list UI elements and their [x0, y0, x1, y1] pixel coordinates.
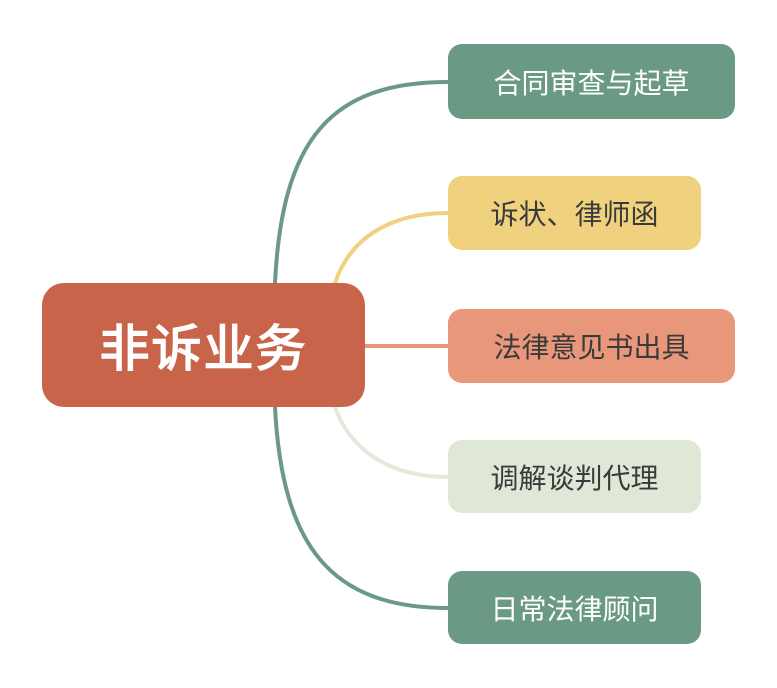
branch-mediation-negotiation: 调解谈判代理 — [448, 440, 701, 513]
branch-legal-advisor: 日常法律顾问 — [448, 571, 701, 644]
branch-label: 诉状、律师函 — [490, 198, 659, 231]
branch-complaint-and-lawyer-letter: 诉状、律师函 — [448, 176, 701, 250]
branch-label: 调解谈判代理 — [490, 461, 659, 495]
branch-label: 合同审查与起草 — [493, 66, 690, 100]
connector-root-to-legal-advisor — [273, 405, 450, 610]
branch-label: 日常法律顾问 — [490, 592, 659, 626]
branch-contract-review: 合同审查与起草 — [448, 44, 735, 119]
connector-root-to-complaint-letter — [333, 211, 450, 285]
root-node-label: 非诉业务 — [99, 320, 308, 378]
root-node: 非诉业务 — [42, 283, 365, 407]
branch-label: 法律意见书出具 — [493, 331, 690, 364]
connector-root-to-contract-review — [273, 80, 450, 285]
branch-legal-opinion: 法律意见书出具 — [448, 309, 735, 383]
connector-root-to-mediation — [333, 405, 450, 479]
